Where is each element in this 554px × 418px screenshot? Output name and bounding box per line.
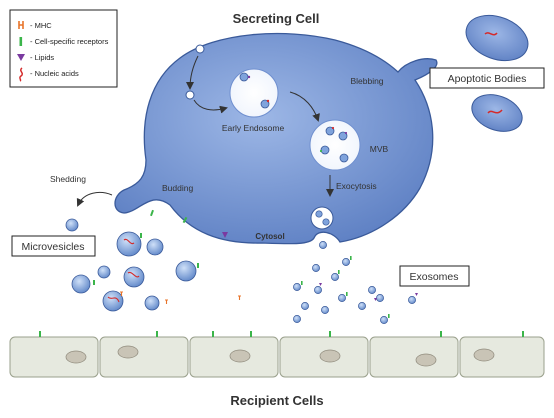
arrow-endocytosis: [186, 55, 199, 90]
recipient-cell: [369, 336, 459, 378]
label-mvb: MVB: [370, 144, 389, 154]
footer-title: Recipient Cells: [230, 393, 323, 408]
recipient-cell: [9, 336, 99, 378]
arrow-shedding: [76, 192, 113, 207]
recipient-cells: [9, 331, 545, 378]
exosomes-box: [399, 265, 470, 287]
exocytosis-pocket: [310, 206, 334, 230]
label-early-endosome: Early Endosome: [222, 123, 285, 133]
microvesicles-cluster: [71, 231, 241, 312]
label-budding: Budding: [162, 183, 193, 193]
label-cytosol: Cytosol: [255, 232, 284, 241]
shed-microvesicle: [65, 218, 79, 232]
legend-label-mhc: - MHC: [30, 21, 52, 30]
apoptotic-body-top: [465, 14, 529, 62]
recipient-cell: [99, 336, 189, 378]
apoptotic-bodies-box: [429, 67, 545, 89]
legend-label-nucleic-acids: - Nucleic acids: [30, 69, 79, 78]
recipient-cell: [279, 336, 369, 378]
secreting-cell: [114, 32, 438, 245]
exosomes-cluster: [293, 241, 418, 324]
multivesicular-body: [309, 119, 361, 171]
label-blebbing: Blebbing: [350, 76, 383, 86]
apoptotic-body-bottom: [471, 94, 523, 132]
recipient-cell-receptors: [39, 331, 524, 337]
label-apoptotic-bodies: Apoptotic Bodies: [448, 73, 527, 85]
recipient-cell: [459, 336, 545, 378]
recipient-cell: [189, 336, 279, 378]
label-exosomes: Exosomes: [409, 271, 458, 283]
label-exocytosis: Exocytosis: [336, 181, 377, 191]
mhc-icon: [18, 21, 24, 29]
arrow-to-mvb: [289, 91, 320, 122]
label-microvesicles: Microvesicles: [21, 241, 84, 253]
lipid-icon: [17, 54, 25, 61]
nucleic-acid-icon: [19, 67, 24, 82]
legend-box: [9, 9, 118, 88]
page-title: Secreting Cell: [233, 11, 320, 26]
label-shedding: Shedding: [50, 174, 86, 184]
endocytic-pit: [185, 44, 205, 100]
early-endosome: [229, 68, 279, 118]
legend: - MHC - Cell-specific receptors - Lipids…: [9, 9, 118, 88]
microvesicles-box: [11, 235, 96, 257]
cell-membrane-receptors: [150, 209, 228, 238]
receptor-icon: [19, 37, 23, 46]
legend-label-receptors: - Cell-specific receptors: [30, 37, 109, 46]
legend-label-lipids: - Lipids: [30, 53, 54, 62]
arrow-to-early-endosome: [193, 99, 228, 114]
